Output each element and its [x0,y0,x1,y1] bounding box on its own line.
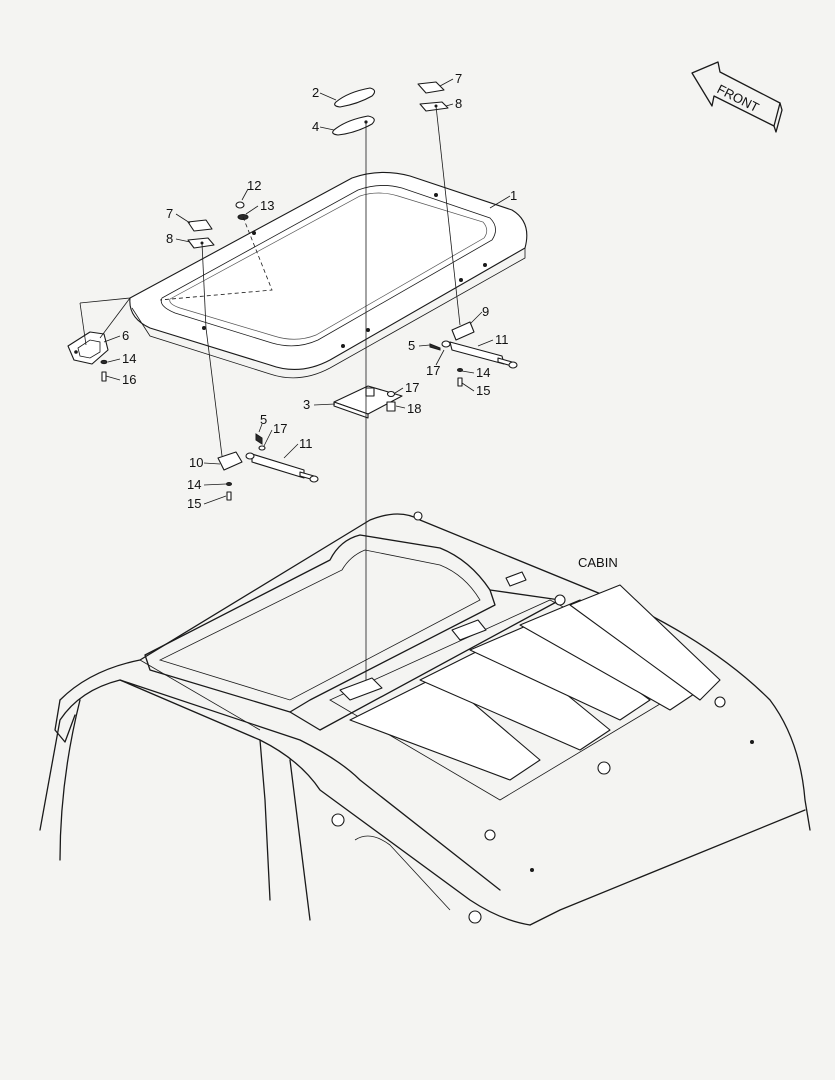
callout-7: 7 [455,71,462,86]
callout-13: 13 [260,198,274,213]
callout-17: 17 [426,363,440,378]
callout-15: 15 [187,496,201,511]
callout-8: 8 [166,231,173,246]
latch-handle [67,331,109,365]
callout-2: 2 [312,85,319,100]
callout-5: 5 [408,338,415,353]
hinge [333,385,403,419]
cabin-label: CABIN [578,555,618,570]
callout-9: 9 [482,304,489,319]
callout-1: 1 [510,188,517,203]
callout-14: 14 [122,351,136,366]
callout-17: 17 [405,380,419,395]
callout-12: 12 [247,178,261,193]
base-plate [332,115,375,136]
cap-left [187,219,213,232]
cabin-roof [39,511,811,926]
callout-14: 14 [187,477,201,492]
fastener-left [100,359,108,382]
gas-strut-right [429,321,518,387]
callout-11: 11 [495,332,509,347]
front-label: FRONT [715,81,762,115]
callout-5: 5 [260,412,267,427]
callouts: 1 2 4 7 8 7 8 12 13 6 14 16 9 11 5 17 14… [122,71,517,511]
leader-lines [103,78,511,505]
roof-window-frame [129,171,528,379]
callout-3: 3 [303,397,310,412]
hinge-fasteners [386,390,396,412]
bracket-left [187,237,215,249]
callout-14: 14 [476,365,490,380]
bracket-top-right [419,101,449,112]
callout-11: 11 [299,436,313,451]
front-arrow-icon: FRONT [691,61,783,133]
alignment-lines [79,105,461,680]
nut-washer-set [235,201,249,220]
callout-8: 8 [455,96,462,111]
cover-plate [334,87,376,108]
callout-16: 16 [122,372,136,387]
callout-7: 7 [166,206,173,221]
callout-18: 18 [407,401,421,416]
callout-10: 10 [189,455,203,470]
callout-4: 4 [312,119,319,134]
callout-17: 17 [273,421,287,436]
cap-top-right [417,81,445,94]
callout-15: 15 [476,383,490,398]
callout-6: 6 [122,328,129,343]
gas-strut-left [217,433,319,501]
